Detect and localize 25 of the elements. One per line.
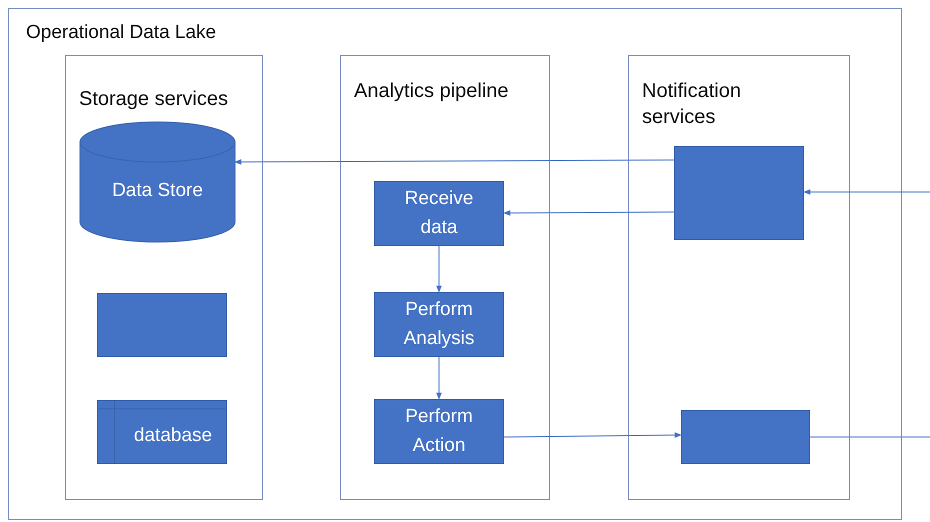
arrow — [504, 432, 682, 438]
arrow — [234, 159, 674, 165]
lake-frame — [8, 8, 902, 520]
frame-title: Analytics pipeline — [354, 79, 510, 104]
service-box — [674, 146, 804, 240]
box-label: Perform Analysis — [402, 298, 476, 350]
frame-title: Storage services — [79, 87, 229, 112]
arrow — [436, 356, 442, 400]
arrow — [436, 246, 442, 293]
process-box — [374, 399, 504, 464]
service-box — [681, 410, 810, 464]
box-label: Perform Action — [404, 405, 474, 458]
arrow — [503, 210, 674, 216]
frame-title: Notification services — [642, 79, 742, 130]
lane-frame — [65, 55, 263, 500]
frame-title: Operational Data Lake — [26, 21, 218, 45]
box-label: Receive data — [404, 187, 474, 240]
box-label: database — [132, 424, 212, 448]
process-box — [374, 292, 504, 357]
arrow — [803, 189, 930, 195]
lane-frame — [628, 55, 850, 500]
lane-frame — [340, 55, 550, 500]
process-box — [374, 181, 504, 246]
box-label: Data Store — [111, 178, 204, 203]
service-box — [97, 293, 227, 357]
